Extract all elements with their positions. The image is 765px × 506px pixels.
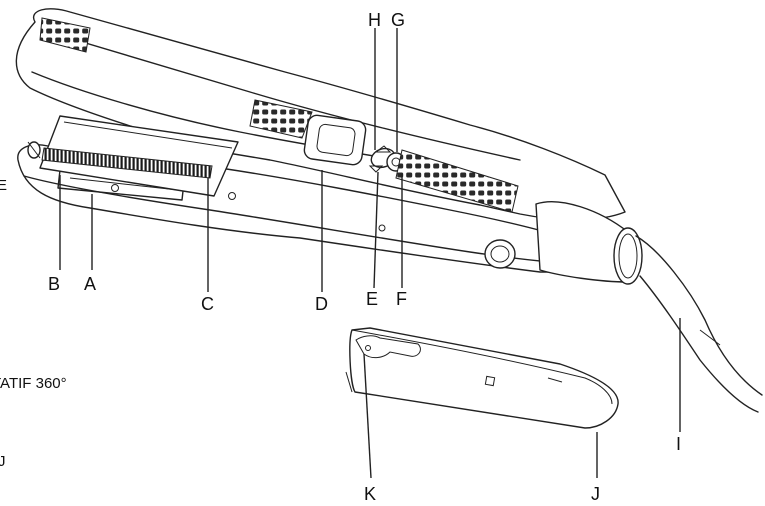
- edge-text-bottom: J: [0, 453, 6, 470]
- comb-attachment: [345, 327, 619, 429]
- label-J: J: [591, 484, 600, 504]
- middle-grip-pad: [249, 99, 313, 139]
- label-D: D: [315, 294, 328, 314]
- comb-plate: [27, 115, 239, 197]
- label-E: E: [366, 289, 378, 309]
- cord-swivel: [484, 201, 763, 413]
- right-grip-pad: [395, 149, 519, 213]
- label-G: G: [391, 10, 405, 30]
- label-B: B: [48, 274, 60, 294]
- label-H: H: [368, 10, 381, 30]
- leader-lines: [59, 28, 681, 479]
- label-F: F: [396, 289, 407, 309]
- edge-text-top: E: [0, 177, 7, 194]
- label-K: K: [364, 484, 376, 504]
- display-screen: [303, 114, 367, 166]
- label-I: I: [676, 434, 681, 454]
- upper-grip-pad: [39, 17, 91, 53]
- label-C: C: [201, 294, 214, 314]
- label-A: A: [84, 274, 96, 294]
- upper-arm: [15, 8, 626, 221]
- edge-text-middle: TATIF 360°: [0, 375, 67, 392]
